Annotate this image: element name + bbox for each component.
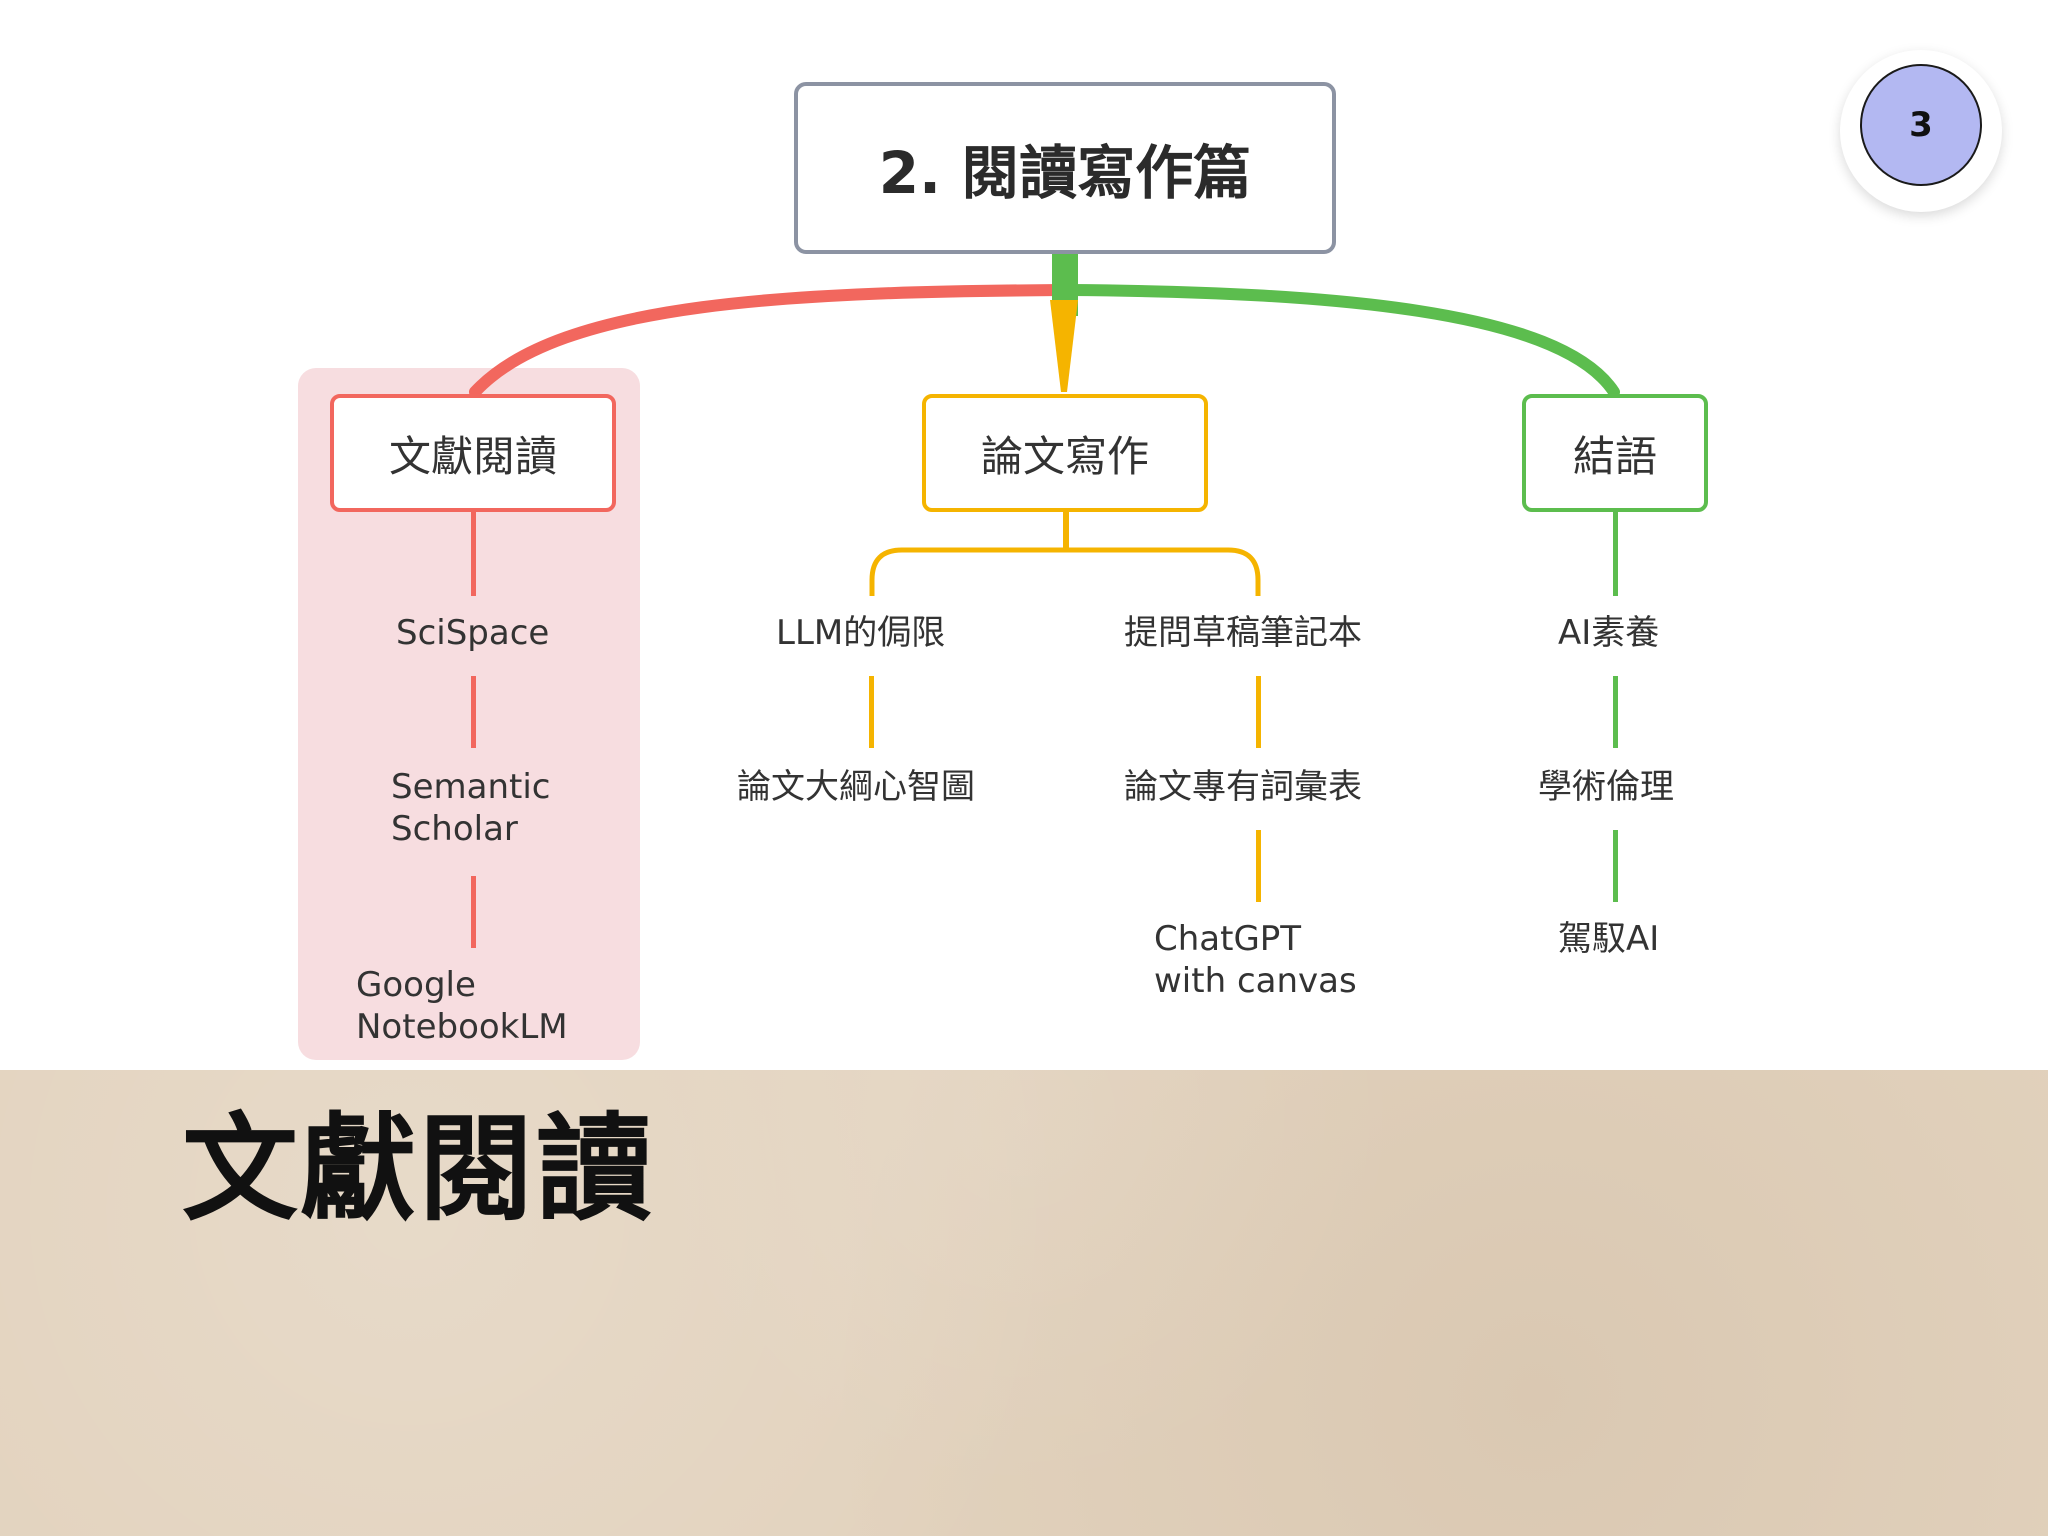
connector-red xyxy=(469,284,1068,398)
section-title: 文獻閱讀 xyxy=(182,1102,654,1237)
leaf-harness-ai: 駕馭AI xyxy=(1558,919,1660,959)
connector-line xyxy=(1613,830,1618,902)
leaf-chatgpt-canvas: ChatGPT with canvas xyxy=(1154,919,1357,1001)
connector-green xyxy=(1062,284,1620,398)
leaf-academic-ethics: 學術倫理 xyxy=(1538,767,1674,807)
connector-line xyxy=(869,676,874,748)
connector-line xyxy=(1613,676,1618,748)
branch-label: 論文寫作 xyxy=(980,431,1149,481)
connector-yellow xyxy=(1050,300,1078,392)
root-label: 2. 閱讀寫作篇 xyxy=(878,139,1252,207)
connector-line xyxy=(471,676,476,748)
branch-node-conclusion: 結語 xyxy=(1522,394,1708,512)
connector-line xyxy=(471,876,476,948)
connector-line xyxy=(1613,512,1618,596)
connector-line xyxy=(471,512,476,596)
leaf-semantic-scholar: Semantic Scholar xyxy=(391,767,551,849)
leaf-ai-literacy: AI素養 xyxy=(1558,613,1660,653)
connector-line xyxy=(1256,676,1261,748)
page-number-badge: 3 xyxy=(1860,64,1982,186)
branch-label: 文獻閱讀 xyxy=(388,431,557,481)
connectors xyxy=(469,250,1620,596)
leaf-glossary: 論文專有詞彙表 xyxy=(1124,767,1362,807)
mindmap-canvas: 2. 閱讀寫作篇 文獻閱讀 SciSpace Semantic Scholar … xyxy=(298,82,1708,1060)
leaf-outline-mindmap: 論文大綱心智圖 xyxy=(737,767,975,807)
branch-node-writing: 論文寫作 xyxy=(922,394,1208,512)
branch-node-literature: 文獻閱讀 xyxy=(330,394,616,512)
paper-background xyxy=(0,1070,2048,1536)
leaf-prompt-notebook: 提問草稿筆記本 xyxy=(1124,613,1362,653)
connector-yellow-fork xyxy=(869,547,1261,596)
connector-line xyxy=(1256,830,1261,902)
leaf-llm-limits: LLM的侷限 xyxy=(776,613,946,653)
leaf-scispace: SciSpace xyxy=(396,613,550,653)
root-node: 2. 閱讀寫作篇 xyxy=(794,82,1336,254)
leaf-google-notebooklm: Google NotebookLM xyxy=(356,965,568,1047)
branch-label: 結語 xyxy=(1572,431,1657,481)
